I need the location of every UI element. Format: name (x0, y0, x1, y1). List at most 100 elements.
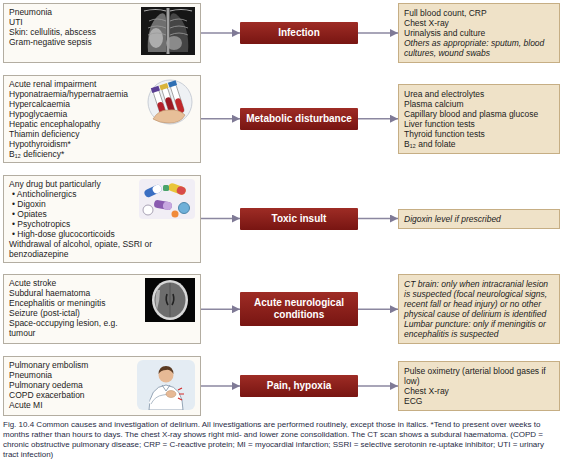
illustration-part (145, 278, 195, 322)
illustration-part (148, 19, 188, 35)
illustration-part (137, 360, 195, 410)
list-item: Acute renal impairment (9, 79, 195, 89)
list-item: Pulmonary embolism (9, 360, 195, 370)
list-item: Acute stroke (9, 278, 195, 288)
investigations-box: Pulse oximetry (arterial blood gases if … (398, 361, 560, 411)
list-item: Capillary blood and plasma glucose (404, 109, 554, 119)
list-item: Thiamin deficiency (9, 129, 195, 139)
connector-group (201, 33, 398, 386)
illustration-part (162, 201, 172, 210)
category-box: Acute neurological conditions (240, 292, 358, 326)
illustration-part (143, 205, 153, 215)
illustration-part (167, 8, 170, 54)
illustration-part (141, 7, 195, 55)
list-item: Chest X-ray (404, 18, 554, 28)
illustration-part (149, 385, 183, 410)
list-item: Withdrawal of alcohol, opiate, SSRI or b… (9, 239, 195, 259)
blood-tubes-image (145, 79, 195, 125)
illustration-part (159, 83, 168, 90)
arrow-connector (201, 385, 240, 386)
arrow-connector (358, 32, 398, 33)
illustration-part (170, 283, 171, 317)
illustration-part (176, 185, 187, 196)
investigations-box: Full blood count, CRPChest X-rayUrinalys… (398, 3, 560, 63)
list-item: Acute MI (9, 400, 195, 410)
list-item: Seizure (post-ictal) (9, 308, 195, 318)
illustration-part (170, 83, 185, 113)
list-item: Hypercalcaemia (9, 99, 195, 109)
illustration-part (179, 202, 190, 213)
illustration-part (172, 210, 179, 217)
list-item: Gram-negative sepsis (9, 37, 195, 47)
illustration-part (156, 290, 161, 310)
list-item: UTI (9, 17, 195, 27)
list-item: Hepatic encephalopathy (9, 119, 195, 129)
list-item: • High-dose glucocorticoids (9, 229, 195, 239)
illustration-part (163, 185, 169, 191)
arrow-connector (358, 309, 398, 310)
arrow-connector (201, 118, 240, 119)
list-item: Encephalitis or meningitis (9, 298, 195, 308)
causes-box: PneumoniaUTISkin: cellulitis, abscessGra… (3, 3, 201, 63)
causes-box: Acute renal impairmentHyponatraemia/hype… (3, 75, 201, 163)
causes-box: Pulmonary embolismPneumoniaPulmonary oed… (3, 356, 201, 416)
investigations-box: Urea and electrolytesPlasma calciumCapil… (398, 84, 560, 154)
list-item: Pulse oximetry (arterial blood gases if … (404, 366, 554, 386)
list-item: • Anticholinergics (9, 189, 195, 199)
illustration-part (152, 280, 188, 320)
list-item: Pulmonary oedema (9, 380, 195, 390)
list-item: Pneumonia (9, 370, 195, 380)
illustration-part (148, 80, 192, 124)
list-item: Chest X-ray (404, 386, 554, 396)
list-item: Hyponatraemia/hypernatraemia (9, 89, 195, 99)
category-label: Pain, hypoxia (244, 380, 354, 392)
illustration-frame (139, 179, 195, 219)
illustration-part (178, 388, 184, 400)
illustration-part (151, 183, 163, 194)
figure-caption: Fig. 10.4 Common causes and investigatio… (3, 420, 559, 460)
category-label: Acute neurological conditions (244, 297, 354, 321)
category-box: Metabolic disturbance (240, 108, 358, 130)
chest-xray-image (141, 7, 195, 55)
illustration-frame (145, 79, 195, 125)
list-item: Plasma calcium (404, 99, 554, 109)
list-item: ECG (404, 396, 554, 406)
ct-scan-image (145, 278, 195, 322)
illustration-part (144, 10, 192, 12)
illustration-part (166, 391, 176, 398)
list-item: • Digoxin (9, 199, 195, 209)
illustration-part (168, 80, 177, 87)
illustration-part (155, 283, 186, 318)
arrow-connector (201, 218, 240, 219)
category-box: Toxic insult (240, 208, 358, 230)
list-item: Hypoglycaemia (9, 109, 195, 119)
list-item: CT brain: only when intracranial lesion … (404, 279, 554, 319)
list-item: • Psychotropics (9, 219, 195, 229)
illustration-frame (141, 7, 195, 55)
arrow-connector (201, 309, 240, 310)
arrow-connector (358, 218, 398, 219)
list-item: Full blood count, CRP (404, 8, 554, 18)
category-box: Infection (240, 22, 358, 44)
list-item: B₁₂ and folate (404, 139, 554, 149)
illustration-part (159, 366, 174, 374)
list-item: Digoxin level if prescribed (404, 214, 554, 224)
illustration-part (149, 28, 163, 48)
arrow-connector (358, 385, 398, 386)
list-item: Subdural haematoma (9, 288, 195, 298)
category-label: Toxic insult (244, 213, 354, 225)
pills-image (139, 179, 195, 219)
illustration-frame (145, 278, 195, 322)
illustration-part (151, 86, 160, 93)
investigations-box: Digoxin level if prescribed (398, 209, 560, 229)
illustration-frame (137, 360, 195, 410)
list-item: B₁₂ deficiency* (9, 149, 195, 159)
list-item: Hypothyroidism* (9, 139, 195, 149)
list-item: Thyroid function tests (404, 129, 554, 139)
illustration-part (139, 179, 195, 219)
illustration-part (167, 182, 187, 196)
list-item: COPD exacerbation (9, 390, 195, 400)
category-box: Pain, hypoxia (240, 375, 358, 397)
list-item: Others as appropriate: sputum, blood cul… (404, 38, 554, 58)
